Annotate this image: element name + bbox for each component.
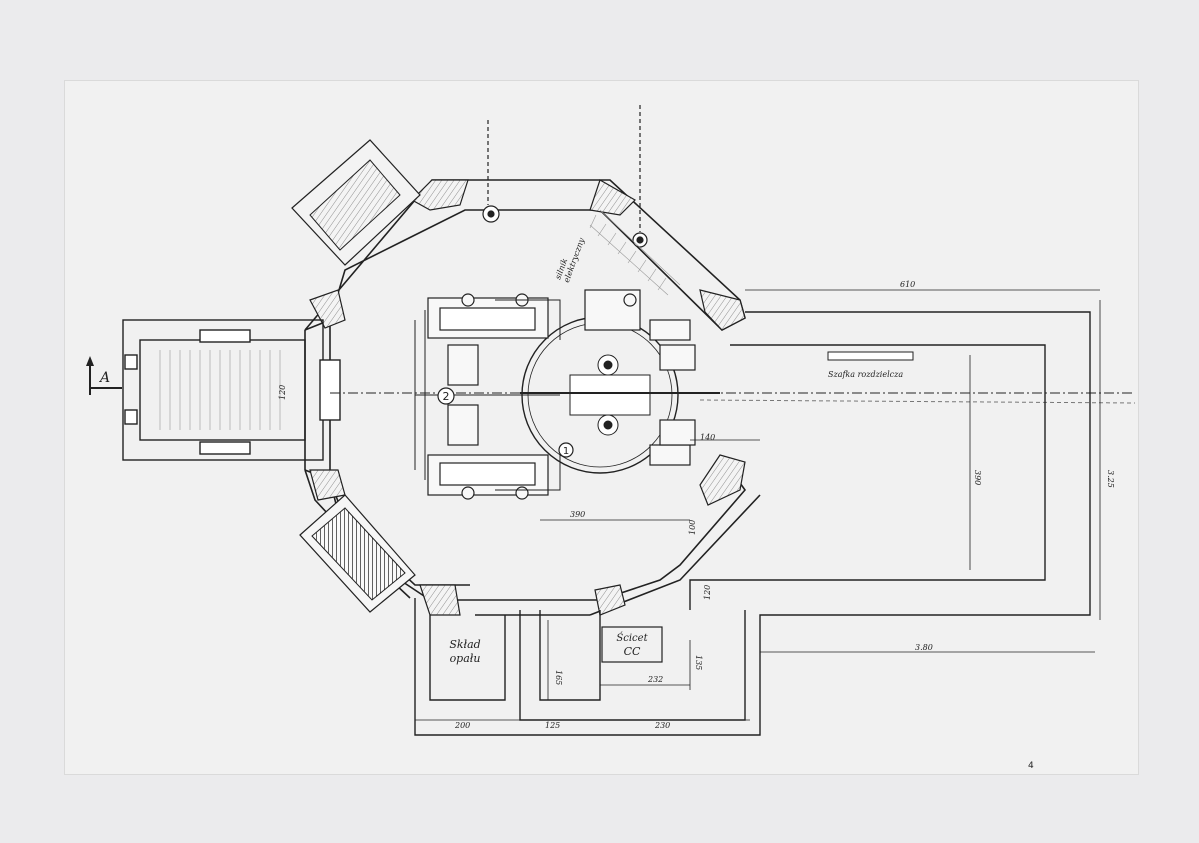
- stair-hatching: [159, 350, 281, 430]
- room-cc-line1: Ścicet: [616, 632, 648, 644]
- marker-1-label: 1: [563, 446, 569, 457]
- dim-125: 125: [545, 721, 560, 730]
- machinery-upper: [427, 289, 696, 386]
- room-ammo-store-line1: Skład: [449, 638, 480, 651]
- dim-100: 100: [688, 520, 697, 535]
- vent-pipes: [482, 105, 648, 248]
- left-annex: [122, 319, 341, 461]
- dim-120b: 120: [278, 385, 287, 400]
- dimension-lines: [415, 289, 1101, 721]
- room-cc: Ścicet CC: [601, 626, 663, 663]
- room-ammo-store-line2: opału: [450, 652, 481, 665]
- right-corridor: [414, 311, 1091, 736]
- dim-120: 120: [703, 585, 712, 600]
- marker-2-label: 2: [443, 390, 450, 403]
- distribution-box-label: Szafka rozdzielcza: [828, 370, 903, 379]
- dim-135: 135: [694, 655, 703, 670]
- wall-blocks: [309, 179, 746, 616]
- cable-line: [699, 399, 1136, 404]
- room-ammo-store: Skład opału: [449, 638, 480, 665]
- gun-mechanism: [520, 354, 720, 436]
- dim-230: 230: [654, 721, 670, 730]
- room-cc-line2: CC: [624, 645, 641, 658]
- marker-1: 1: [558, 442, 574, 458]
- dim-165: 165: [554, 670, 563, 685]
- motor-note: silnik elektryczny: [553, 236, 586, 284]
- marker-2: 2: [437, 387, 455, 405]
- dim-390: 390: [973, 470, 982, 485]
- dim-390b: 390: [570, 510, 585, 519]
- dim-610: 610: [900, 280, 915, 289]
- dim-200: 200: [454, 721, 470, 730]
- dim-325: 3.25: [1106, 470, 1115, 488]
- inner-stair: [589, 209, 681, 296]
- dim-140: 140: [700, 433, 715, 442]
- page-number: 4: [1028, 761, 1034, 771]
- upper-left-cooler: [291, 139, 421, 266]
- dim-380: 3.80: [915, 643, 933, 652]
- section-cut-marker: A: [86, 356, 122, 395]
- dimension-labels: 610 3.25 390 3.80 200 125 230 232 390 12…: [278, 280, 1115, 730]
- dim-232: 232: [647, 675, 663, 684]
- distribution-box: Szafka rozdzielcza: [827, 351, 914, 379]
- section-cut-label: A: [98, 370, 110, 386]
- machinery-lower: [427, 404, 696, 500]
- lower-left-cooler: [299, 494, 416, 613]
